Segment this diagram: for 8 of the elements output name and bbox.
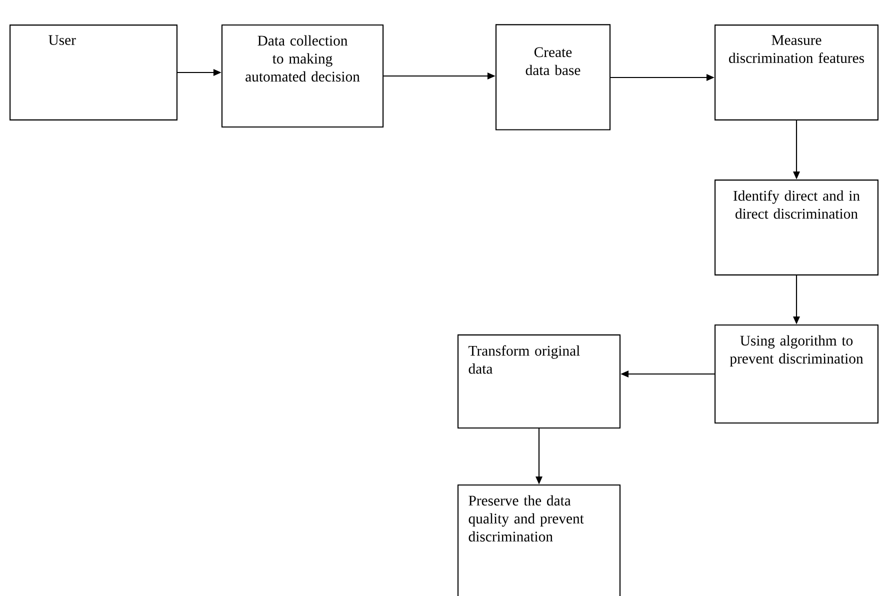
process-box: Measure discrimination features [714,24,878,120]
process-box: Transform original data [457,334,621,429]
process-box: Preserve the data quality and prevent discrimination [457,484,621,596]
process-box: Using algorithm to prevent discrimination [714,324,878,424]
process-box: User [10,24,178,120]
process-box: Identify direct and in direct discrimination [714,180,878,276]
process-box: Data collection to making automated decision [221,24,384,128]
database-cylinder: Create data base [495,24,611,130]
